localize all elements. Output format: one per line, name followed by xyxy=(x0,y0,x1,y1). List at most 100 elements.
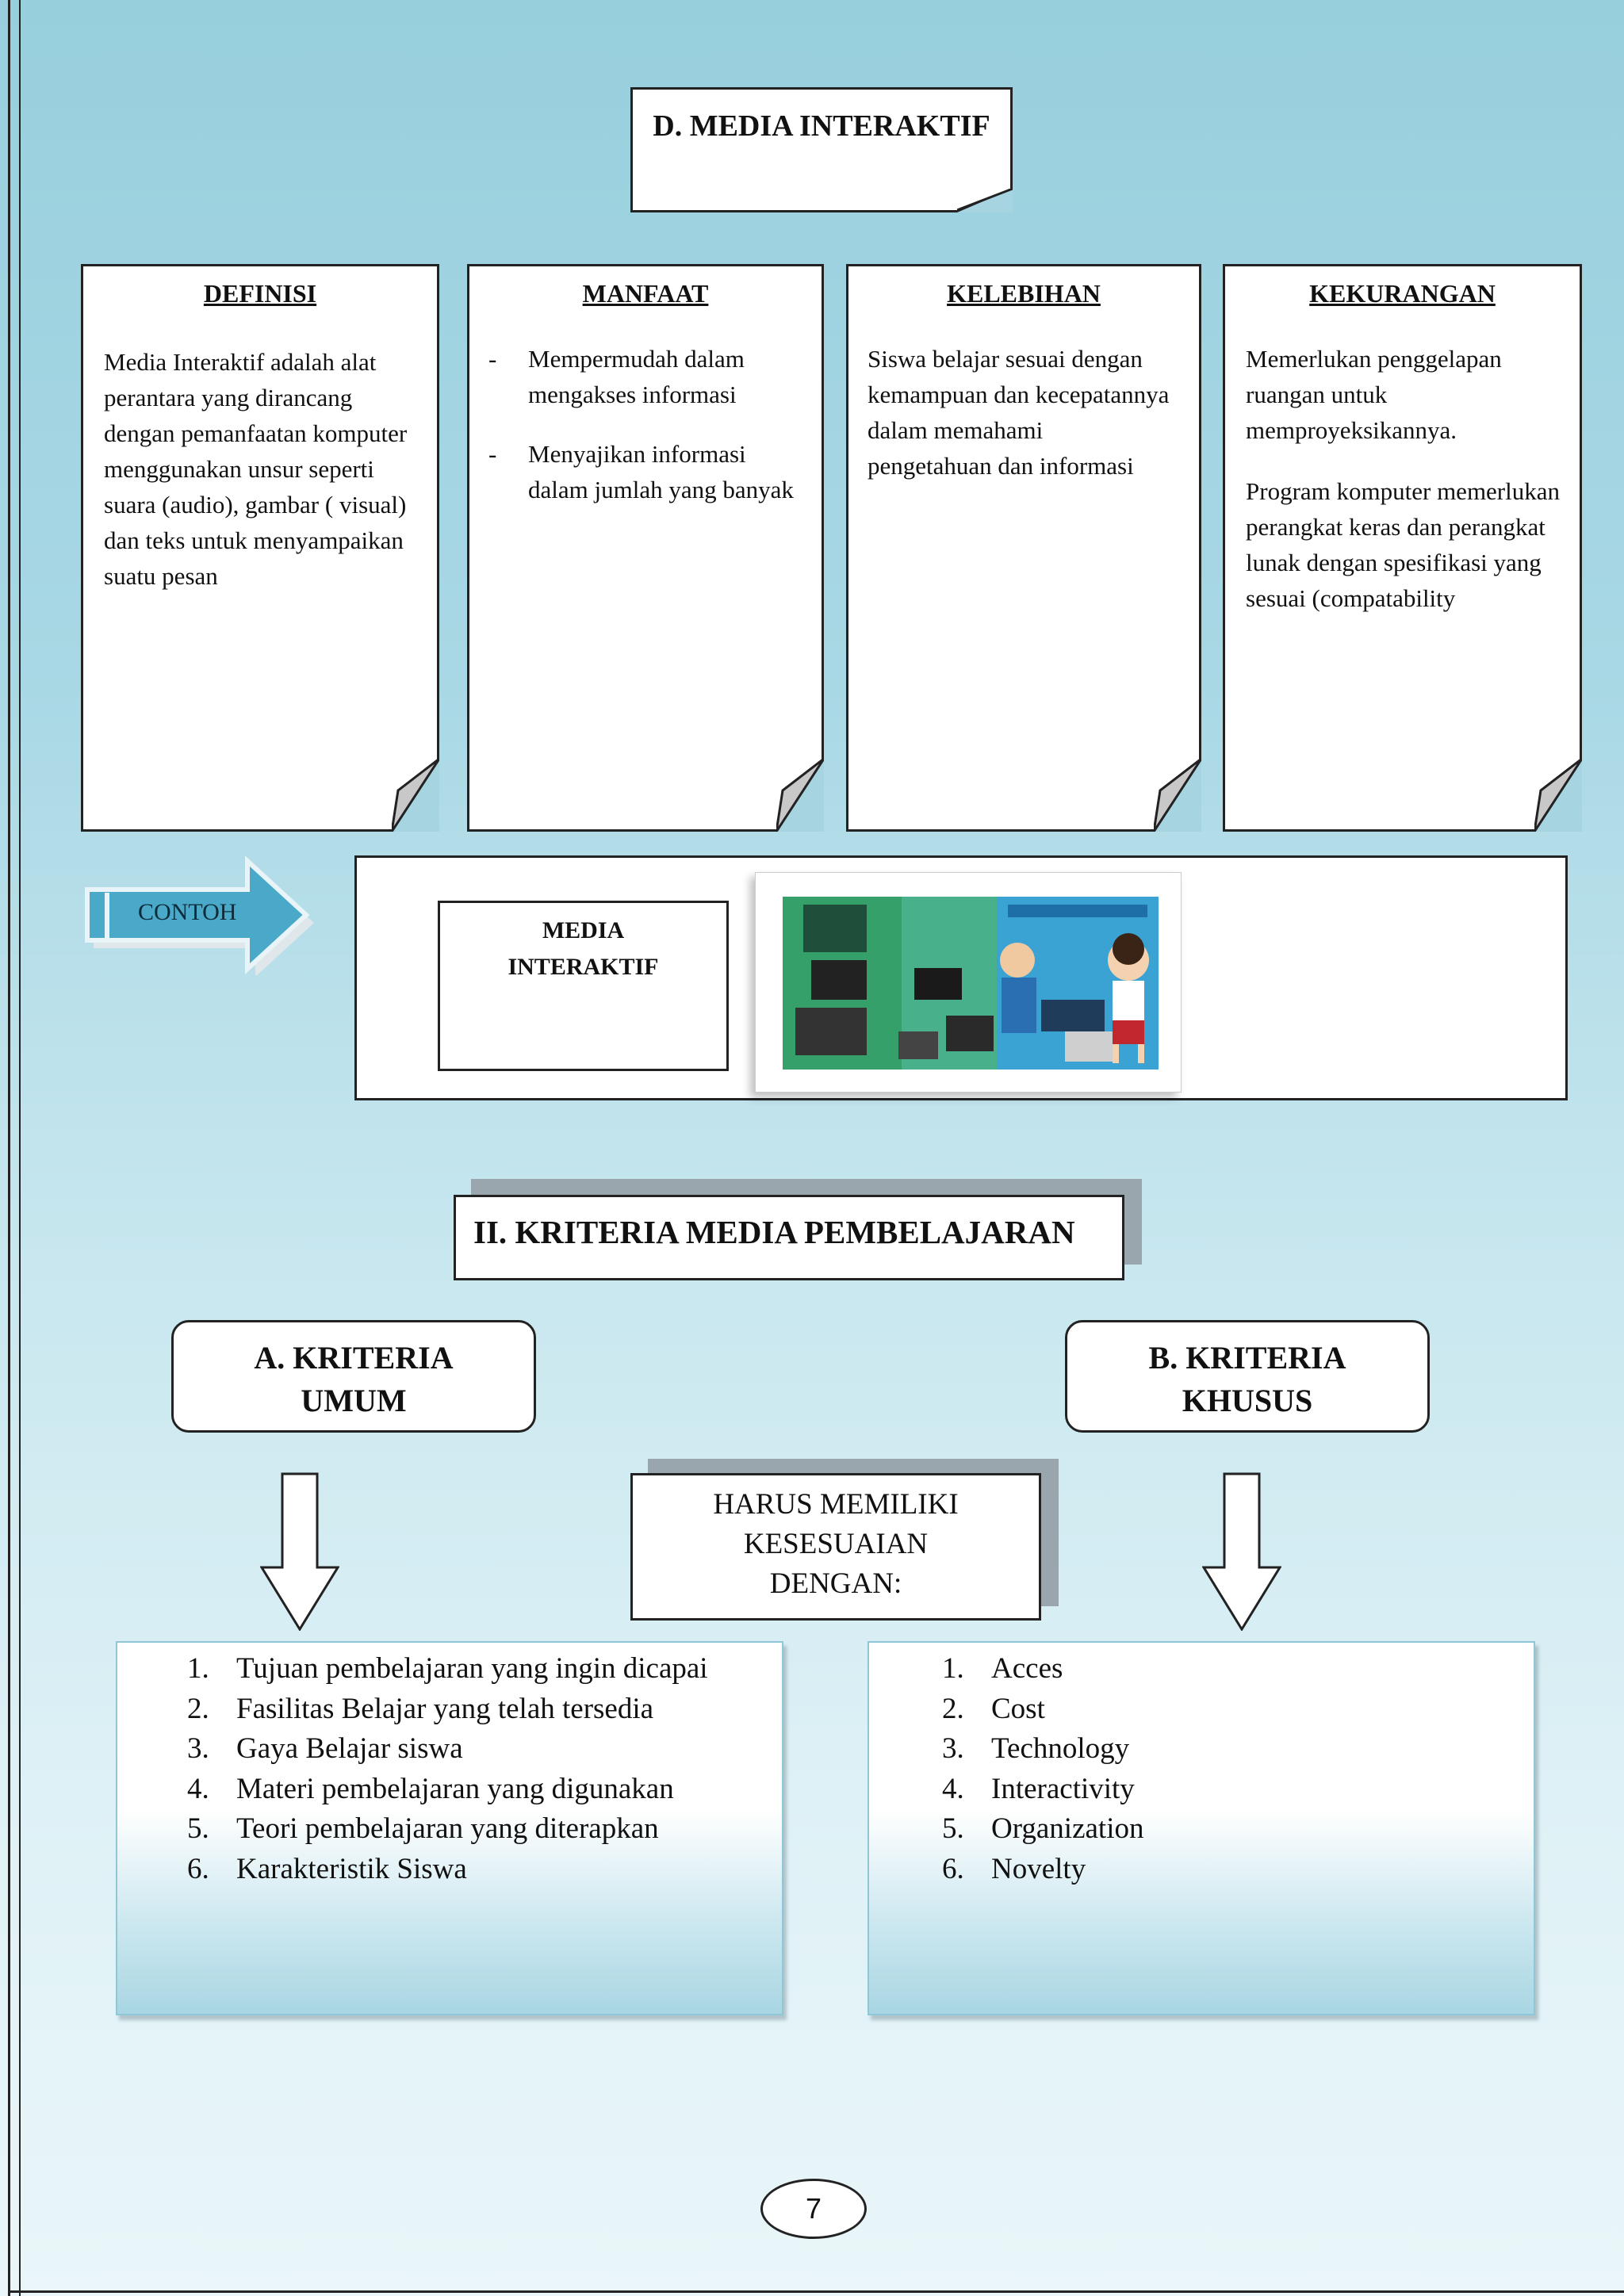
list-item: 3. Gaya Belajar siswa xyxy=(187,1729,708,1770)
list-number: 6. xyxy=(942,1852,964,1885)
page-curl-icon xyxy=(392,759,439,832)
card-heading: DEFINISI xyxy=(203,279,317,308)
list-number: 5. xyxy=(187,1812,209,1845)
kriteria-umum-label: A. KRITERIA UMUM xyxy=(174,1337,534,1422)
card-heading: KEKURANGAN xyxy=(1309,279,1496,308)
list-item: 4. Materi pembelajaran yang digunakan xyxy=(187,1770,708,1810)
harus-line-3: DENGAN: xyxy=(769,1567,902,1600)
section-title-kriteria: II. KRITERIA MEDIA PEMBELAJARAN xyxy=(454,1195,1124,1280)
kriteria-umum-list: 1. Tujuan pembelajaran yang ingin dicapai… xyxy=(116,1641,783,2015)
list-number: 3. xyxy=(942,1732,964,1765)
contoh-label: CONTOH xyxy=(138,899,237,925)
card-list: - Mempermudah dalam mengakses informasi -… xyxy=(488,341,795,531)
list-number: 1. xyxy=(187,1652,209,1685)
list-item-text: Menyajikan informasi dalam jumlah yang b… xyxy=(528,440,794,503)
card-heading: MANFAAT xyxy=(582,279,709,308)
kriteria-khusus-list: 1. Acces 2. Cost 3. Technology 4. Interactiv… xyxy=(868,1641,1535,2015)
list-item-text: Acces xyxy=(991,1652,1063,1685)
card-definisi: DEFINISI Media Interaktif adalah alat pe… xyxy=(81,264,439,832)
list-number: 4. xyxy=(942,1772,964,1805)
harus-line-2: KESESUAIAN xyxy=(743,1528,929,1560)
left-margin-line xyxy=(8,0,10,2296)
list-item: 5. Organization xyxy=(942,1809,1143,1850)
page-number: 7 xyxy=(805,2192,822,2225)
bullet-dash: - xyxy=(488,440,497,468)
page-curl-icon xyxy=(776,759,824,832)
list-item-text: Cost xyxy=(991,1692,1045,1725)
section-title-media-interaktif: D. MEDIA INTERAKTIF xyxy=(630,87,1013,212)
list-item: 3. Technology xyxy=(942,1729,1143,1770)
list-number: 1. xyxy=(942,1652,964,1685)
down-arrow-icon xyxy=(260,1472,339,1631)
list-item-text: Karakteristik Siswa xyxy=(236,1852,467,1885)
list-number: 5. xyxy=(942,1812,964,1845)
kriteria-umum-line-2: UMUM xyxy=(301,1383,407,1418)
list-item: 1. Acces xyxy=(942,1649,1143,1689)
kriteria-umum-box: A. KRITERIA UMUM xyxy=(171,1320,536,1433)
kelebihan-text: Siswa belajar sesuai dengan kemampuan da… xyxy=(868,345,1170,480)
list-item-text: Novelty xyxy=(991,1852,1086,1885)
list-item-text: Tujuan pembelajaran yang ingin dicapai xyxy=(236,1652,708,1685)
list-item-text: Technology xyxy=(991,1732,1130,1765)
media-interaktif-label-box: MEDIA INTERAKTIF xyxy=(438,901,729,1071)
card-text: Siswa belajar sesuai dengan kemampuan da… xyxy=(868,341,1172,509)
list-item-text: Teori pembelajaran yang diterapkan xyxy=(236,1812,659,1845)
ordered-list: 1. Tujuan pembelajaran yang ingin dicapai… xyxy=(187,1649,708,1889)
contoh-arrow: CONTOH xyxy=(84,856,314,975)
kriteria-khusus-line-1: B. KRITERIA xyxy=(1148,1340,1346,1376)
list-item: 1. Tujuan pembelajaran yang ingin dicapai xyxy=(187,1649,708,1689)
list-item: 2. Cost xyxy=(942,1689,1143,1730)
kriteria-khusus-line-2: KHUSUS xyxy=(1182,1383,1313,1418)
kekurangan-text-2: Program komputer memerlukan perangkat ke… xyxy=(1246,477,1561,612)
page-curl-icon xyxy=(1534,759,1582,832)
list-number: 4. xyxy=(187,1772,209,1805)
definisi-text: Media Interaktif adalah alat perantara y… xyxy=(104,348,408,590)
card-text: Memerlukan penggelapan ruangan untuk mem… xyxy=(1246,341,1564,641)
media-interaktif-label: MEDIA INTERAKTIF xyxy=(440,913,726,985)
list-item: - Mempermudah dalam mengakses informasi xyxy=(488,341,795,412)
list-item-text: Fasilitas Belajar yang telah tersedia xyxy=(236,1692,654,1725)
list-item-text: Materi pembelajaran yang digunakan xyxy=(236,1772,674,1805)
interactive-media-illustration xyxy=(783,897,1159,1070)
list-number: 6. xyxy=(187,1852,209,1885)
harus-memiliki-box: HARUS MEMILIKI KESESUAIAN DENGAN: xyxy=(630,1473,1041,1621)
card-manfaat: MANFAAT - Mempermudah dalam mengakses inf… xyxy=(467,264,824,832)
list-item: 5. Teori pembelajaran yang diterapkan xyxy=(187,1809,708,1850)
list-item: 2. Fasilitas Belajar yang telah tersedia xyxy=(187,1689,708,1730)
ordered-list: 1. Acces 2. Cost 3. Technology 4. Interactiv… xyxy=(942,1649,1143,1889)
list-item-text: Organization xyxy=(991,1812,1144,1845)
kriteria-khusus-label: B. KRITERIA KHUSUS xyxy=(1067,1337,1427,1422)
page-curl-icon xyxy=(957,189,1013,212)
card-heading: KELEBIHAN xyxy=(947,279,1101,308)
down-arrow-icon xyxy=(1202,1472,1281,1631)
list-item-text: Interactivity xyxy=(991,1772,1135,1805)
bottom-margin-line xyxy=(8,2290,1624,2293)
media-label-line-2: INTERAKTIF xyxy=(508,954,659,980)
bullet-dash: - xyxy=(488,345,497,373)
list-item: 4. Interactivity xyxy=(942,1770,1143,1810)
media-label-line-1: MEDIA xyxy=(542,917,625,943)
list-number: 2. xyxy=(187,1692,209,1725)
card-kelebihan: KELEBIHAN Siswa belajar sesuai dengan ke… xyxy=(846,264,1201,832)
section-title-text: II. KRITERIA MEDIA PEMBELAJARAN xyxy=(473,1214,1075,1250)
section-title-text: D. MEDIA INTERAKTIF xyxy=(653,109,990,143)
harus-line-1: HARUS MEMILIKI xyxy=(713,1488,959,1521)
list-item-text: Gaya Belajar siswa xyxy=(236,1732,463,1765)
media-interaktif-image xyxy=(755,872,1182,1093)
list-item-text: Mempermudah dalam mengakses informasi xyxy=(528,345,745,408)
right-arrow-icon xyxy=(85,856,314,975)
card-kekurangan: KEKURANGAN Memerlukan penggelapan ruanga… xyxy=(1223,264,1582,832)
kekurangan-text-1: Memerlukan penggelapan ruangan untuk mem… xyxy=(1246,345,1502,444)
left-margin-line-inner xyxy=(19,0,21,2296)
card-text: Media Interaktif adalah alat perantara y… xyxy=(104,344,410,619)
list-item: 6. Karakteristik Siswa xyxy=(187,1850,708,1890)
list-item: - Menyajikan informasi dalam jumlah yang … xyxy=(488,436,795,507)
page-number-badge: 7 xyxy=(760,2179,867,2239)
list-number: 3. xyxy=(187,1732,209,1765)
list-item: 6. Novelty xyxy=(942,1850,1143,1890)
page-curl-icon xyxy=(1154,759,1201,832)
kriteria-khusus-box: B. KRITERIA KHUSUS xyxy=(1065,1320,1430,1433)
list-number: 2. xyxy=(942,1692,964,1725)
kriteria-umum-line-1: A. KRITERIA xyxy=(254,1340,454,1376)
harus-memiliki-text: HARUS MEMILIKI KESESUAIAN DENGAN: xyxy=(633,1485,1039,1604)
